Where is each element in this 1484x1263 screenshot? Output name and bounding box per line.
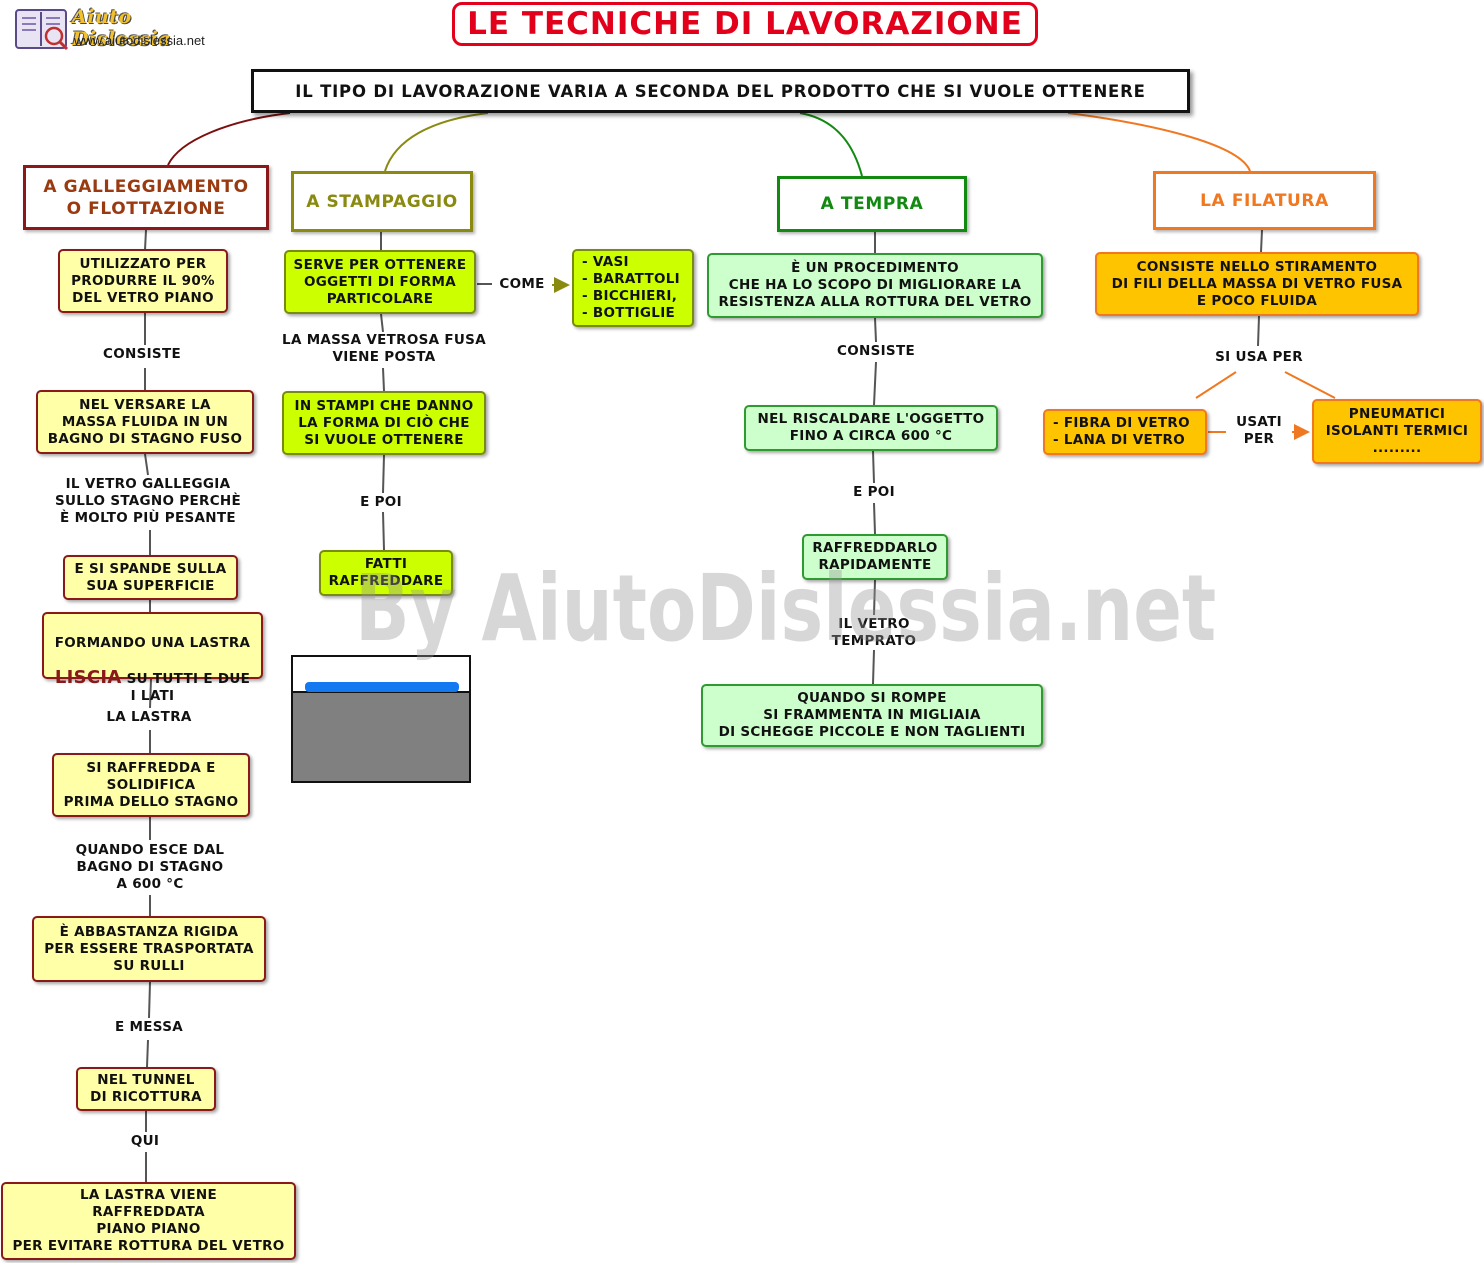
logo-url[interactable]: www.aiutodislessia.net: [74, 33, 205, 48]
galleggiamento-node-raffreddata: LA LASTRA VIENE RAFFREDDATA PIANO PIANO …: [1, 1182, 296, 1260]
site-logo[interactable]: Aiuto Dislessia www.aiutodislessia.net: [14, 4, 224, 54]
tempra-label-consiste: CONSISTE: [835, 343, 917, 360]
lastra-liscia-text-post: SU TUTTI E DUE I LATI: [126, 671, 251, 704]
galleggiamento-label-consiste: CONSISTE: [101, 346, 183, 363]
stampaggio-label-epoi: E POI: [358, 494, 404, 511]
page-title: LE TECNICHE DI LAVORAZIONE: [452, 2, 1038, 46]
tempra-node-procedimento: È UN PROCEDIMENTO CHE HA LO SCOPO DI MIG…: [707, 253, 1043, 318]
galleggiamento-node-versare: NEL VERSARE LA MASSA FLUIDA IN UN BAGNO …: [36, 390, 254, 454]
mold-illustration: [291, 655, 471, 783]
galleggiamento-node-tunnel: NEL TUNNEL DI RICOTTURA: [76, 1067, 216, 1111]
galleggiamento-node-rigida: È ABBASTANZA RIGIDA PER ESSERE TRASPORTA…: [32, 916, 266, 982]
galleggiamento-heading: A GALLEGGIAMENTO O FLOTTAZIONE: [23, 165, 269, 230]
subtitle-box: IL TIPO DI LAVORAZIONE VARIA A SECONDA D…: [251, 69, 1190, 113]
filatura-heading: LA FILATURA: [1153, 171, 1376, 230]
tempra-label-temprato: IL VETRO TEMPRATO: [829, 616, 919, 650]
lastra-liscia-emphasis: LISCIA: [54, 667, 122, 688]
galleggiamento-label-lastra: LA LASTRA: [104, 709, 194, 726]
curve-to-tempra: [799, 112, 863, 177]
curve-to-galleggiamento: [167, 112, 291, 166]
curve-to-stampaggio: [384, 112, 489, 172]
tempra-node-riscaldare: NEL RISCALDARE L'OGGETTO FINO A CIRCA 60…: [744, 405, 998, 451]
book-icon: [15, 9, 69, 51]
tempra-heading: A TEMPRA: [777, 176, 967, 232]
stampaggio-node-stampi: IN STAMPI CHE DANNO LA FORMA DI CIÒ CHE …: [282, 391, 486, 455]
tempra-label-epoi: E POI: [851, 484, 897, 501]
galleggiamento-label-messa: E MESSA: [113, 1019, 185, 1036]
galleggiamento-label-esce: QUANDO ESCE DAL BAGNO DI STAGNO A 600 °C: [73, 842, 227, 893]
stampaggio-node-esempi: - VASI - BARATTOLI - BICCHIERI, - BOTTIG…: [572, 249, 694, 327]
stampaggio-label-massa: LA MASSA VETROSA FUSA VIENE POSTA: [280, 332, 488, 366]
filatura-label-siusa: SI USA PER: [1213, 349, 1305, 366]
curve-to-filatura: [1067, 112, 1251, 172]
stampaggio-heading: A STAMPAGGIO: [291, 171, 473, 232]
filatura-node-stiramento: CONSISTE NELLO STIRAMENTO DI FILI DELLA …: [1095, 252, 1419, 316]
galleggiamento-label-qui: QUI: [128, 1133, 162, 1150]
lastra-liscia-text-pre: FORMANDO UNA LASTRA: [54, 635, 251, 651]
filatura-label-usati: USATI PER: [1234, 414, 1284, 448]
galleggiamento-node-raffredda: SI RAFFREDDA E SOLIDIFICA PRIMA DELLO ST…: [52, 753, 250, 817]
stampaggio-node-raffreddare: FATTI RAFFREDDARE: [319, 550, 453, 596]
stampaggio-node-serve: SERVE PER OTTENERE OGGETTI DI FORMA PART…: [284, 250, 476, 314]
stampaggio-label-come: COME: [497, 276, 547, 293]
galleggiamento-node-spande: E SI SPANDE SULLA SUA SUPERFICIE: [63, 555, 238, 600]
galleggiamento-node-uso: UTILIZZATO PER PRODURRE IL 90% DEL VETRO…: [58, 249, 228, 313]
galleggiamento-label-galleggia: IL VETRO GALLEGGIA SULLO STAGNO PERCHÈ È…: [52, 476, 244, 527]
filatura-node-fibra: - FIBRA DI VETRO - LANA DI VETRO: [1043, 409, 1207, 455]
tempra-node-rapidamente: RAFFREDDARLO RAPIDAMENTE: [802, 534, 948, 580]
logo-title: Aiuto Dislessia: [72, 6, 172, 50]
filatura-node-pneumatici: PNEUMATICI ISOLANTI TERMICI .........: [1312, 399, 1482, 464]
galleggiamento-node-lastra-liscia: FORMANDO UNA LASTRA LISCIA SU TUTTI E DU…: [42, 612, 263, 704]
tempra-node-rompe: QUANDO SI ROMPE SI FRAMMENTA IN MIGLIAIA…: [701, 684, 1043, 747]
